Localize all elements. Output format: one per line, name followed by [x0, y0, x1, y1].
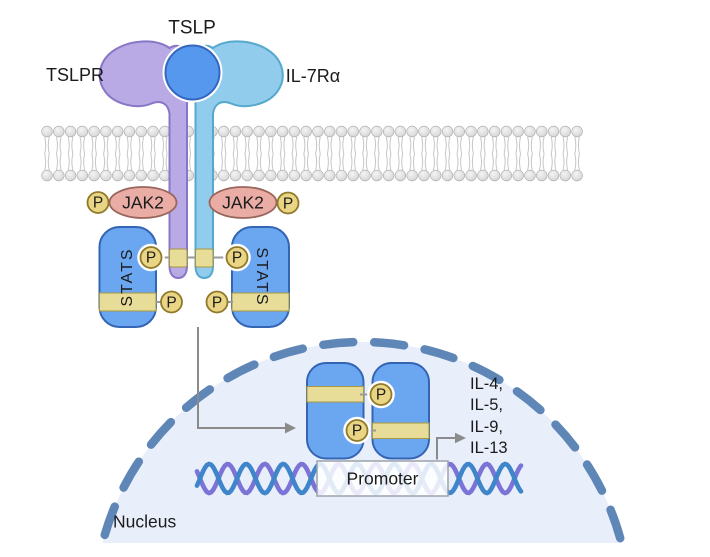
phosphate-badge — [276, 191, 300, 215]
phosphate-badge — [369, 383, 393, 406]
phosphate-label: P — [145, 249, 157, 267]
phosphate-badge — [225, 246, 249, 269]
gene-item: IL-5, — [470, 396, 504, 415]
phosphate-label: P — [375, 386, 387, 404]
translocation-arrowhead — [285, 422, 296, 434]
phosphate-label: P — [211, 293, 223, 311]
gene-item: IL-13 — [470, 439, 508, 458]
nucleus-label: Nucleus — [113, 511, 177, 532]
transcription-arrowhead — [455, 432, 466, 444]
translocation-arrow — [197, 327, 286, 429]
phosphate-badge — [205, 290, 229, 314]
il7ra-receptor — [194, 40, 284, 280]
gene-item: IL-4, — [470, 375, 504, 393]
phosphate-badge — [160, 290, 183, 314]
plasma-membrane — [41, 125, 583, 182]
nuclear-stat-right — [371, 362, 430, 460]
phosphate-badge — [139, 246, 163, 269]
nuclear-stat-left — [306, 362, 365, 460]
gene-item: IL-9, — [470, 417, 504, 436]
phosphate-label: P — [231, 249, 243, 267]
phosphate-badge — [86, 191, 110, 214]
il7ra-phospho-site — [195, 248, 214, 268]
tslpr-receptor — [98, 40, 188, 280]
promoter-box — [316, 460, 449, 497]
transcription-arrow — [436, 437, 456, 460]
jak2-left — [108, 186, 178, 219]
phosphate-badge — [345, 419, 369, 442]
phosphate-label: P — [351, 422, 363, 440]
nuclear-stat-right-band — [372, 422, 430, 439]
ligand-label: TSLP — [168, 17, 216, 39]
tslp-ligand — [164, 44, 221, 101]
kinase-label: JAK2 — [222, 192, 264, 213]
phosphate-label: P — [166, 293, 177, 311]
target-genes-list: IL-4, IL-5, IL-9, IL-13 — [470, 374, 508, 460]
stat-label: STATS — [252, 247, 270, 307]
kinase-label: JAK2 — [122, 192, 164, 213]
phosphate-label: P — [92, 194, 104, 212]
receptor-left-label: TSLPR — [45, 65, 105, 85]
stat-label: STATS — [118, 247, 136, 307]
jak2-right — [208, 186, 278, 219]
receptor-right-label: IL-7Rα — [285, 66, 341, 86]
phosphate-label: P — [282, 194, 294, 212]
nuclear-stat-left-band — [306, 386, 364, 403]
promoter-label: Promoter — [346, 468, 419, 489]
nucleus — [98, 337, 626, 543]
tslpr-phospho-site — [169, 248, 188, 268]
